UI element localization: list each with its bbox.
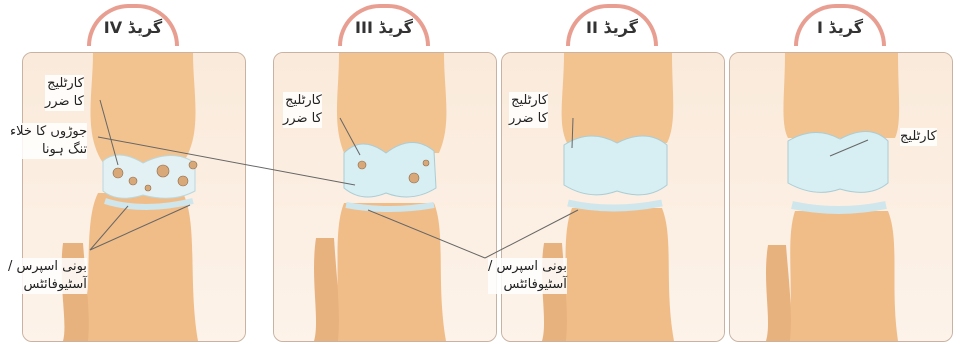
grade-3-tab: گریڈ III [338,4,430,46]
label-cartilage-damage-grade-2: کارٹلیج کا ضرر [509,92,548,128]
label-bone-spurs-center: بونی اسپرس / آسٹیوفائٹس [488,258,567,294]
label-cartilage-damage-grade-3: کارٹلیج کا ضرر [283,92,322,128]
grade-1-knee-illustration [730,53,952,341]
grade-1-panel [729,52,953,342]
label-cartilage-damage-grade-4: کارٹلیج کا ضرر [45,75,84,111]
label-joint-space-narrowing: جوڑوں کا خلاء تنگ ہونا [10,123,87,159]
grade-2-tab: گریڈ II [566,4,658,46]
label-cartilage-grade-1: کارٹلیج [900,128,937,146]
grade-4-tab: گریڈ IV [87,4,179,46]
grade-1-tab: گریڈ I [794,4,886,46]
grade-1-title: گریڈ I [798,18,882,37]
grade-4-title: گریڈ IV [91,18,175,37]
label-bone-spurs-grade-4: بونی اسپرس / آسٹیوفائٹس [8,258,87,294]
grade-2-title: گریڈ II [570,18,654,37]
grade-3-title: گریڈ III [342,18,426,37]
